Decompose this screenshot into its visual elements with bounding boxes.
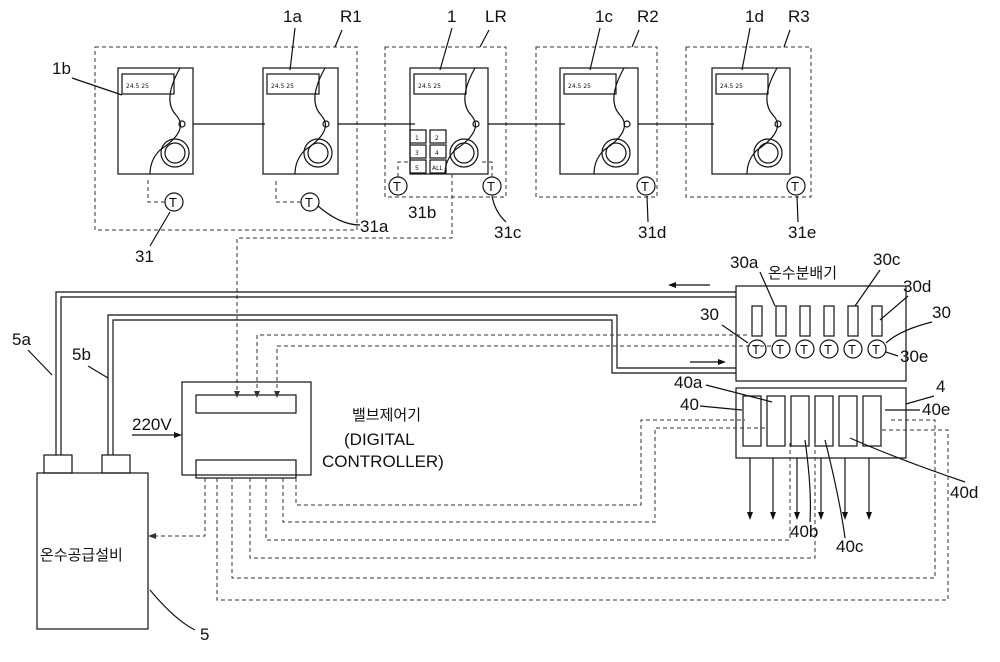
hot-water-distributor: 온수분배기 T T T T T T bbox=[736, 264, 906, 520]
label-31b: 31b bbox=[408, 203, 436, 222]
controller-title: 밸브제어기 bbox=[352, 406, 421, 424]
thermostat-1: 24.5 25 1 2 3 4 5 ALL bbox=[410, 68, 488, 174]
sensor-31d: T bbox=[637, 177, 655, 195]
label-30c: 30c bbox=[873, 250, 901, 269]
supply-title: 온수공급설비 bbox=[40, 546, 123, 564]
label-1b: 1b bbox=[52, 59, 71, 78]
key-label: 4 bbox=[435, 150, 439, 157]
label-1a: 1a bbox=[283, 7, 302, 26]
sensor-31: T bbox=[148, 178, 183, 211]
controller-subtitle: (DIGITAL bbox=[344, 430, 415, 449]
thermostat-display: 24.5 25 bbox=[126, 83, 149, 90]
sensor-31c: T bbox=[482, 162, 501, 195]
controller-subtitle2: CONTROLLER) bbox=[322, 452, 444, 471]
label-5b: 5b bbox=[72, 345, 91, 364]
label-1d: 1d bbox=[745, 7, 764, 26]
svg-text:T: T bbox=[848, 342, 856, 357]
svg-text:T: T bbox=[791, 179, 799, 194]
key-label: 2 bbox=[435, 135, 439, 142]
label-30d: 30d bbox=[903, 277, 931, 296]
svg-text:T: T bbox=[393, 179, 401, 194]
label-40: 40 bbox=[680, 395, 699, 414]
key-label: ALL bbox=[432, 165, 443, 172]
hot-water-supply-unit: 온수공급설비 bbox=[37, 455, 148, 629]
label-1: 1 bbox=[447, 7, 456, 26]
label-31a: 31a bbox=[360, 217, 389, 236]
svg-text:T: T bbox=[824, 342, 832, 357]
svg-text:T: T bbox=[169, 195, 177, 210]
sensor-31a: T bbox=[276, 178, 319, 211]
label-5a: 5a bbox=[12, 330, 31, 349]
power-label: 220V bbox=[132, 415, 172, 434]
key-label: 1 bbox=[415, 135, 419, 142]
label-4: 4 bbox=[936, 377, 945, 396]
sensor-31e: T bbox=[787, 177, 805, 195]
svg-text:T: T bbox=[641, 179, 649, 194]
label-1c: 1c bbox=[595, 7, 613, 26]
label-40a: 40a bbox=[674, 373, 703, 392]
label-40c: 40c bbox=[836, 537, 864, 556]
svg-text:T: T bbox=[305, 195, 313, 210]
label-r3: R3 bbox=[788, 7, 810, 26]
label-r2: R2 bbox=[637, 7, 659, 26]
label-31d: 31d bbox=[638, 223, 666, 242]
thermostat-display: 24.5 25 bbox=[418, 83, 441, 90]
thermostat-display: 24.5 25 bbox=[271, 83, 294, 90]
thermostat-1a: 24.5 25 bbox=[263, 68, 338, 174]
label-40b: 40b bbox=[790, 522, 818, 541]
svg-text:T: T bbox=[487, 179, 495, 194]
thermostat-display: 24.5 25 bbox=[568, 83, 591, 90]
thermostat-1d: 24.5 25 bbox=[712, 68, 790, 174]
label-r1: R1 bbox=[340, 7, 362, 26]
label-31e: 31e bbox=[788, 223, 816, 242]
svg-text:T: T bbox=[776, 342, 784, 357]
key-label: 3 bbox=[415, 150, 419, 157]
svg-text:T: T bbox=[800, 342, 808, 357]
label-30e: 30e bbox=[900, 347, 928, 366]
label-40e: 40e bbox=[922, 400, 950, 419]
svg-text:T: T bbox=[752, 342, 760, 357]
thermostat-1b: 24.5 25 bbox=[118, 68, 193, 174]
key-label: 5 bbox=[415, 165, 419, 172]
valve-controller: 밸브제어기 (DIGITAL CONTROLLER) bbox=[182, 382, 444, 478]
thermostat-1c: 24.5 25 bbox=[560, 68, 638, 174]
label-31: 31 bbox=[135, 247, 154, 266]
svg-text:T: T bbox=[872, 342, 880, 357]
label-30-left: 30 bbox=[700, 305, 719, 324]
label-31c: 31c bbox=[494, 223, 522, 242]
label-30a: 30a bbox=[730, 253, 759, 272]
label-30-right: 30 bbox=[932, 303, 951, 322]
label-40d: 40d bbox=[950, 483, 978, 502]
distributor-title: 온수분배기 bbox=[768, 264, 837, 282]
label-lr: LR bbox=[485, 7, 507, 26]
thermostat-display: 24.5 25 bbox=[720, 83, 743, 90]
sensor-31b: T bbox=[389, 162, 408, 195]
label-5: 5 bbox=[200, 625, 209, 644]
